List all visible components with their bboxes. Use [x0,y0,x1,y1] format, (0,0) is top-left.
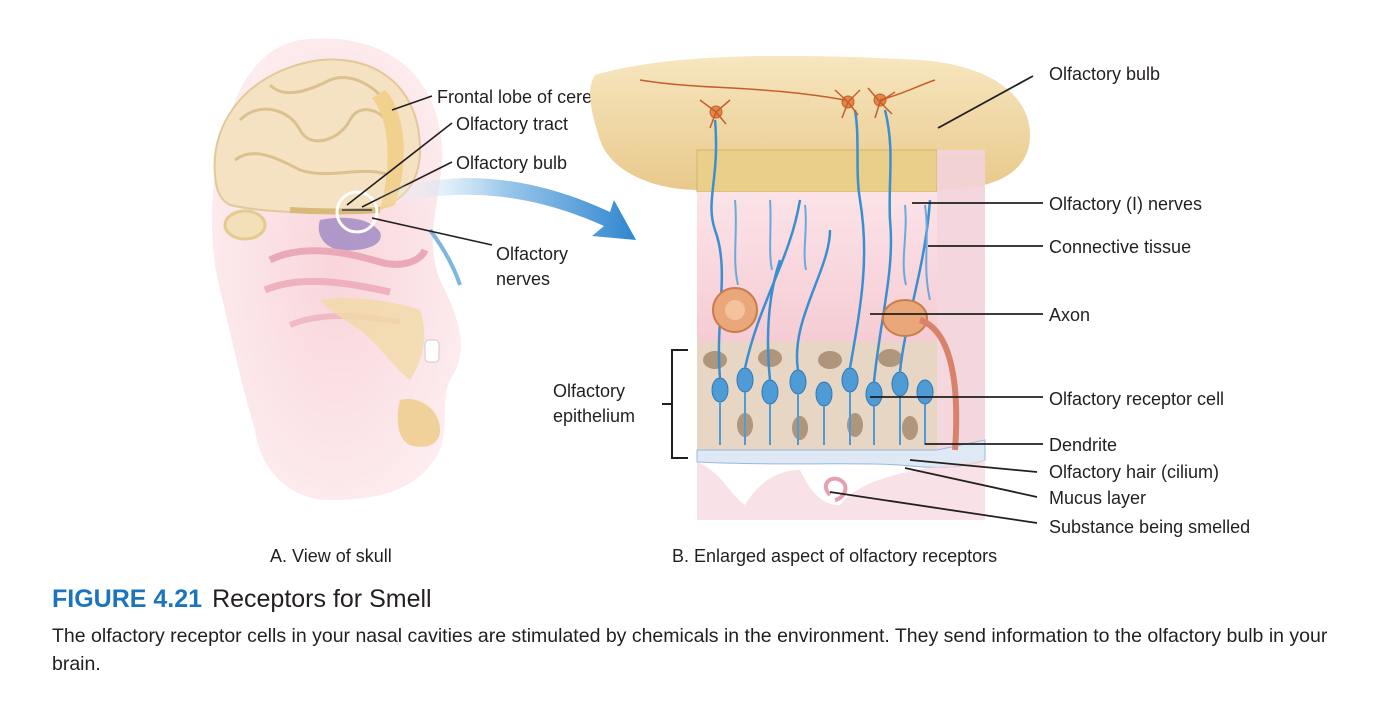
label-epithelium-1: Olfactory [553,381,625,401]
label-olfactory-tract: Olfactory tract [456,114,568,134]
enlarged-illustration [590,55,1030,520]
label-olfactory-hair: Olfactory hair (cilium) [1049,462,1219,482]
label-substance: Substance being smelled [1049,517,1250,537]
label-dendrite: Dendrite [1049,435,1117,455]
brain [213,58,422,214]
label-olfactory-nerves: Olfactory (I) nerves [1049,194,1202,214]
nasal-cavity [318,217,381,251]
olfactory-nerve-fibers [710,109,932,383]
label-receptor-cell: Olfactory receptor cell [1049,389,1224,409]
zoom-arrow [372,178,636,240]
label-epithelium-2: epithelium [553,406,635,426]
figure-title: Receptors for Smell [212,585,432,613]
figure-number: FIGURE 4.21 [52,585,203,613]
subcaption-a: A. View of skull [270,546,392,566]
label-axon: Axon [1049,305,1090,325]
label-skull-olfactory-nerves-2: nerves [496,269,550,289]
figure-caption-title: FIGURE 4.21 Receptors for Smell [52,585,432,614]
label-frontal-lobe: Frontal lobe of cerebrum [437,87,633,107]
label-mucus-layer: Mucus layer [1049,488,1146,508]
label-skull-olfactory-bulb: Olfactory bulb [456,153,567,173]
enlarged-leader-lines [829,75,1043,524]
label-olfactory-bulb: Olfactory bulb [1049,64,1160,84]
figure-caption-body: The olfactory receptor cells in your nas… [52,625,1328,675]
bulb-neurons [639,79,936,129]
subcaption-b: B. Enlarged aspect of olfactory receptor… [672,546,997,566]
label-connective-tissue: Connective tissue [1049,237,1191,257]
label-skull-olfactory-nerves-1: Olfactory [496,244,568,264]
cribriform-layer [697,150,937,192]
bulb-highlight-circle [335,190,379,234]
epithelium-bracket [662,349,688,459]
skull-illustration [211,38,462,500]
